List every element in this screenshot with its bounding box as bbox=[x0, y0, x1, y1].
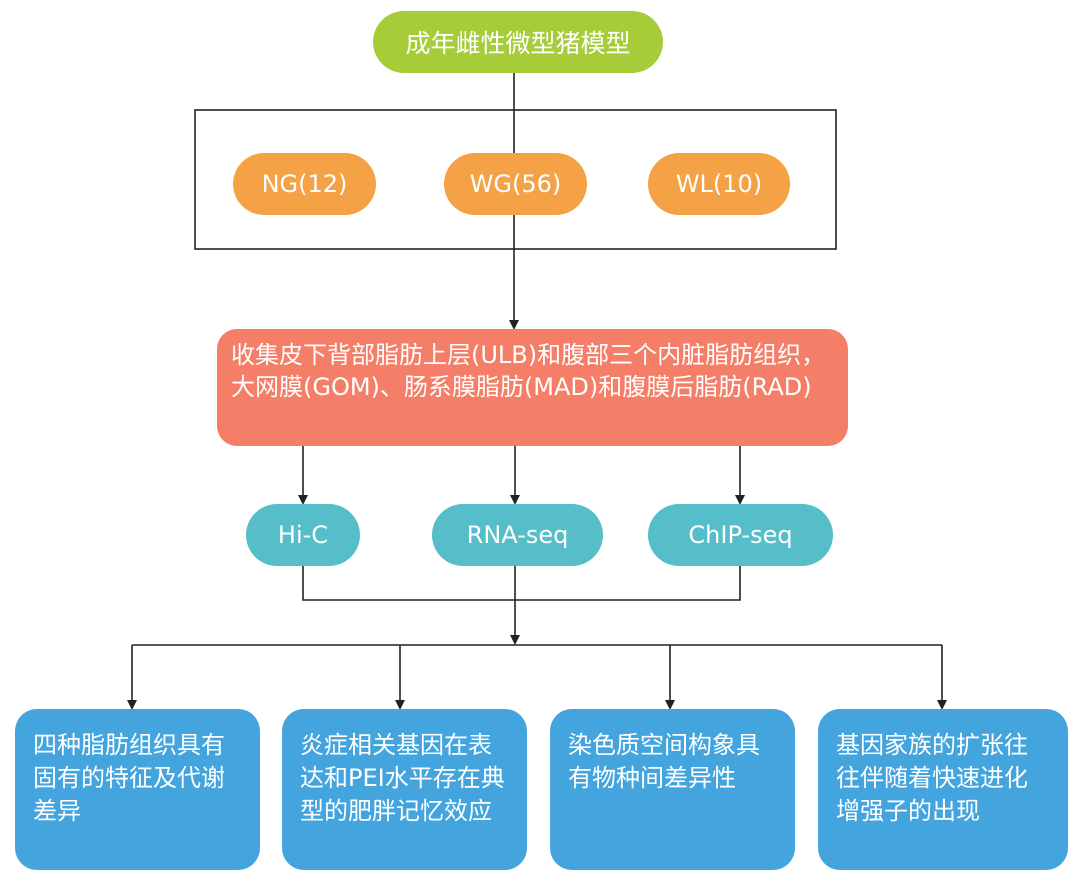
collection-node-label: 收集皮下背部脂肪上层(ULB)和腹部三个内脏脂肪组织，大网膜(GOM)、肠系膜脂… bbox=[231, 341, 826, 401]
root-node: 成年雌性微型猪模型 bbox=[373, 11, 663, 73]
finding-card-1-text: 四种脂肪组织具有固有的特征及代谢差异 bbox=[33, 731, 225, 825]
group-node-wg: WG(56) bbox=[444, 153, 587, 215]
finding-card-1: 四种脂肪组织具有固有的特征及代谢差异 bbox=[15, 709, 260, 870]
collection-node: 收集皮下背部脂肪上层(ULB)和腹部三个内脏脂肪组织，大网膜(GOM)、肠系膜脂… bbox=[217, 329, 848, 446]
group-frame bbox=[194, 109, 837, 250]
method-node-hic: Hi-C bbox=[246, 504, 360, 566]
finding-card-2: 炎症相关基因在表达和PEI水平存在典型的肥胖记忆效应 bbox=[282, 709, 527, 870]
group-node-wg-label: WG(56) bbox=[469, 170, 562, 198]
method-node-chip-seq-label: ChIP-seq bbox=[688, 521, 793, 549]
connector-methods-merge bbox=[302, 566, 741, 601]
method-node-chip-seq: ChIP-seq bbox=[648, 504, 833, 566]
root-node-label: 成年雌性微型猪模型 bbox=[405, 29, 631, 58]
group-node-ng: NG(12) bbox=[233, 153, 376, 215]
group-node-ng-label: NG(12) bbox=[261, 170, 348, 198]
group-node-wl-label: WL(10) bbox=[675, 170, 763, 198]
method-node-hic-label: Hi-C bbox=[277, 521, 329, 549]
finding-card-3-text: 染色质空间构象具有物种间差异性 bbox=[568, 731, 760, 792]
group-node-wl: WL(10) bbox=[648, 153, 790, 215]
finding-card-2-text: 炎症相关基因在表达和PEI水平存在典型的肥胖记忆效应 bbox=[300, 731, 505, 825]
finding-card-4-text: 基因家族的扩张往往伴随着快速进化增强子的出现 bbox=[836, 731, 1028, 825]
finding-card-3: 染色质空间构象具有物种间差异性 bbox=[550, 709, 795, 870]
method-node-rna-seq: RNA-seq bbox=[432, 504, 603, 566]
method-node-rna-seq-label: RNA-seq bbox=[466, 521, 569, 549]
finding-card-4: 基因家族的扩张往往伴随着快速进化增强子的出现 bbox=[818, 709, 1068, 870]
